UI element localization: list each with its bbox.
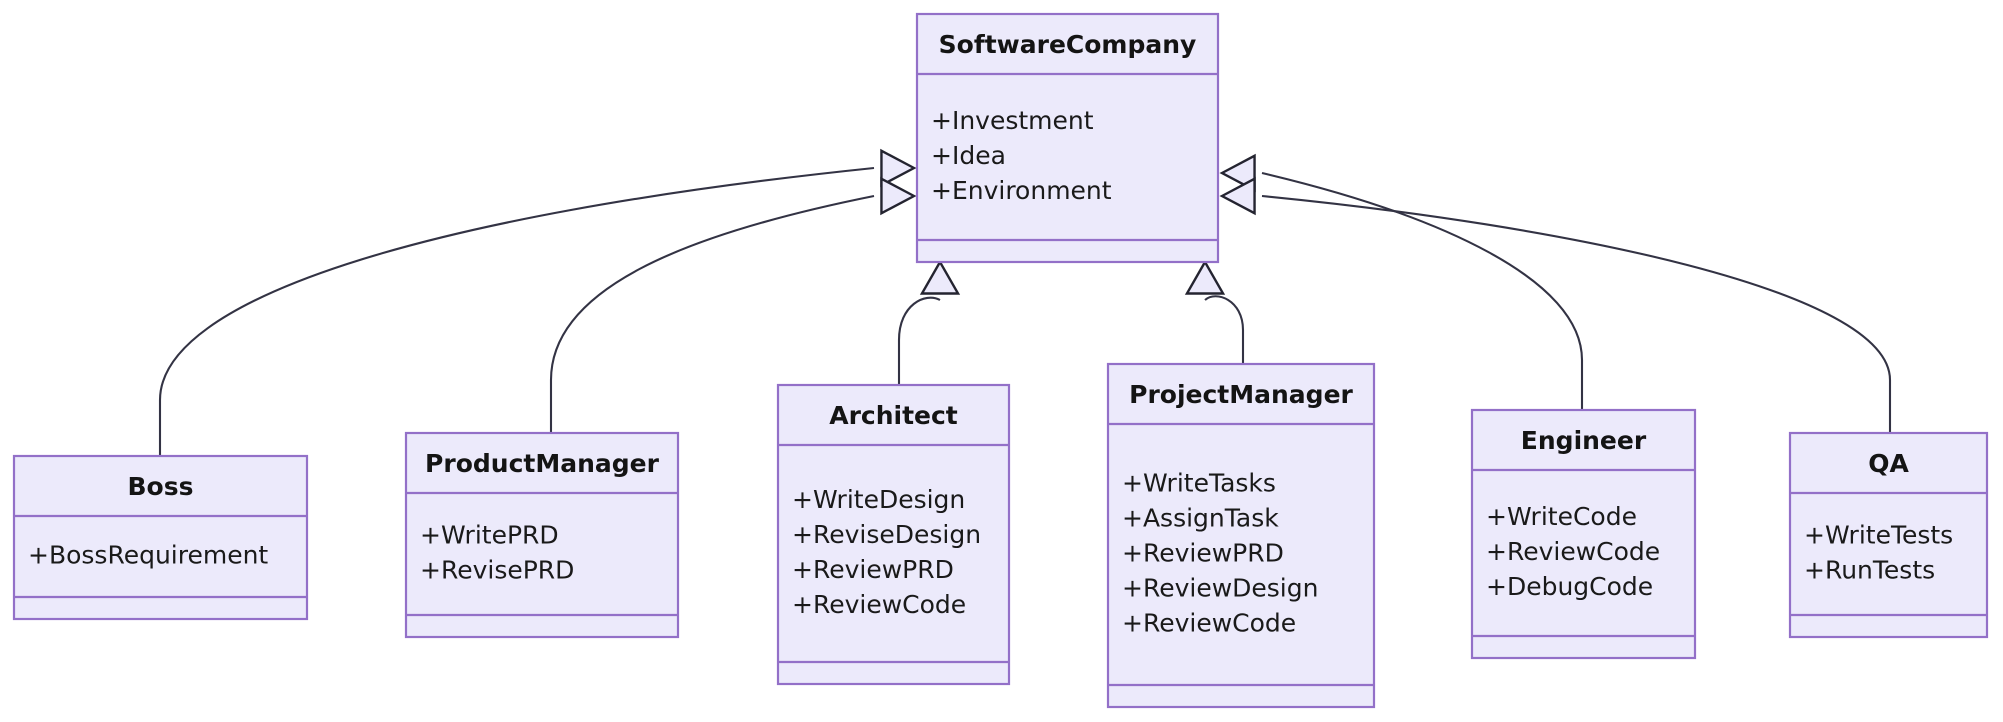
class-box-frame [12, 454, 309, 621]
class-box-softwarecompany[interactable]: SoftwareCompany +Investment +Idea +Environm… [915, 12, 1220, 264]
edge-line [1261, 194, 1892, 433]
class-box-frame [1788, 431, 1989, 639]
class-attribute-label: +RevisePRD [420, 556, 574, 585]
class-box-architect[interactable]: Architect +WriteDesign +ReviseDesign +Revie… [776, 383, 1011, 686]
inheritance-arrowhead-icon [1184, 259, 1226, 295]
class-name-label: Boss [128, 472, 194, 501]
class-name-label: ProjectManager [1129, 380, 1353, 409]
edge-line [549, 194, 875, 433]
class-attribute-label: +ReviewPRD [1122, 539, 1284, 568]
inheritance-arrowhead-icon [919, 259, 961, 295]
class-box-frame [404, 431, 680, 639]
class-attribute-label: +WriteTasks [1122, 469, 1276, 498]
generalization-edge [1184, 259, 1245, 364]
class-box-frame [776, 383, 1011, 686]
class-box-qa[interactable]: QA +WriteTests +RunTests [1788, 431, 1989, 639]
inheritance-arrowhead-icon [880, 176, 917, 216]
class-attribute-label: +BossRequirement [28, 541, 268, 570]
inheritance-arrowhead-icon [1219, 176, 1256, 216]
relationship-layer [158, 148, 1892, 456]
class-box-productmanager[interactable]: ProductManager +WritePRD +RevisePRD [404, 431, 680, 639]
class-attribute-label: +WriteDesign [792, 485, 965, 514]
class-name-label: SoftwareCompany [939, 30, 1197, 59]
class-name-label: Engineer [1521, 426, 1647, 455]
generalization-edge [549, 176, 917, 433]
class-attribute-label: +WriteCode [1486, 502, 1637, 531]
edge-line [158, 166, 875, 456]
inheritance-arrowhead-icon [880, 148, 917, 188]
edge-line [1261, 171, 1584, 410]
class-attribute-label: +ReviseDesign [792, 520, 981, 549]
class-attribute-label: +RunTests [1804, 556, 1935, 585]
class-box-frame [1106, 362, 1376, 709]
class-attribute-label: +Environment [931, 176, 1112, 205]
class-box-frame [1470, 408, 1697, 660]
generalization-edge [1219, 176, 1892, 433]
class-name-label: Architect [829, 401, 958, 430]
edge-line [897, 296, 941, 385]
class-box-layer: SoftwareCompany +Investment +Idea +Environm… [12, 12, 1989, 709]
class-attribute-label: +Idea [931, 141, 1006, 170]
class-attribute-label: +ReviewCode [1486, 537, 1660, 566]
class-attribute-label: +ReviewCode [792, 590, 966, 619]
class-attribute-label: +ReviewDesign [1122, 574, 1318, 603]
class-box-frame [915, 12, 1220, 264]
class-name-label: ProductManager [425, 449, 660, 478]
generalization-edge [1219, 153, 1584, 410]
generalization-edge [897, 259, 961, 385]
class-attribute-label: +ReviewPRD [792, 555, 954, 584]
class-name-label: QA [1868, 449, 1909, 478]
class-attribute-label: +ReviewCode [1122, 609, 1296, 638]
edge-line [1204, 295, 1245, 364]
class-box-boss[interactable]: Boss +BossRequirement [12, 454, 309, 621]
inheritance-arrowhead-icon [1219, 153, 1256, 193]
generalization-edge [158, 148, 917, 456]
class-attribute-label: +DebugCode [1486, 572, 1653, 601]
class-attribute-label: +WriteTests [1804, 521, 1953, 550]
class-attribute-label: +WritePRD [420, 521, 559, 550]
class-box-engineer[interactable]: Engineer +WriteCode +ReviewCode +DebugCode [1470, 408, 1697, 660]
class-attribute-label: +AssignTask [1122, 504, 1279, 533]
class-box-projectmanager[interactable]: ProjectManager +WriteTasks +AssignTask +Rev… [1106, 362, 1376, 709]
class-attribute-label: +Investment [931, 106, 1094, 135]
